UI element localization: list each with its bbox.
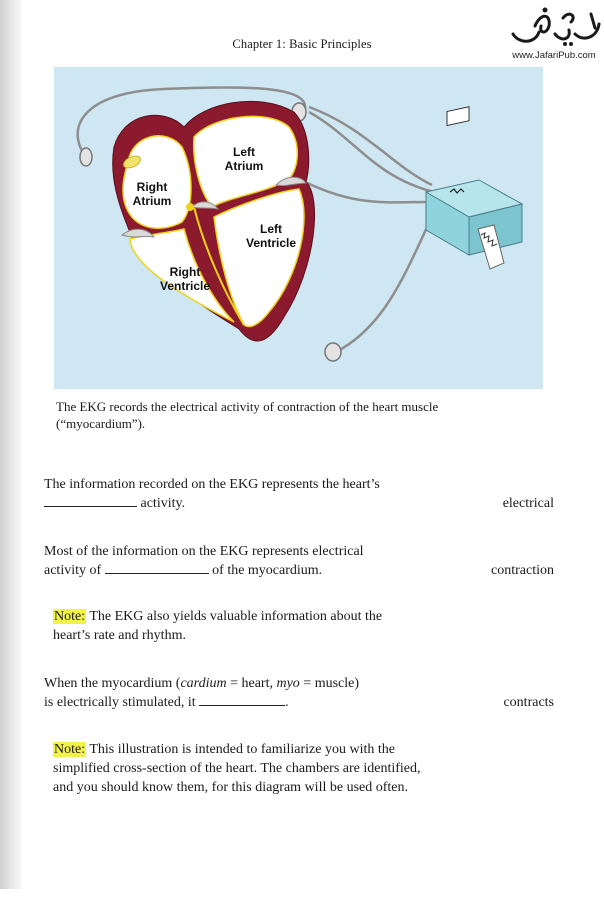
publisher-url: www.JafariPub.com	[512, 50, 596, 61]
frame-2-line1: Most of the information on the EKG repre…	[44, 544, 364, 559]
ekg-machine-icon	[424, 106, 524, 270]
chapter-header: Chapter 1: Basic Principles	[232, 37, 372, 51]
heart-cross-section-diagram	[76, 86, 524, 362]
cable-to-box	[308, 105, 433, 187]
cable-upper	[76, 86, 307, 158]
frame-2-question: Most of the information on the EKG repre…	[44, 542, 464, 580]
note-illustration: Note: This illustration is intended to f…	[53, 740, 493, 797]
page-binding-shadow	[0, 0, 22, 890]
figure-caption: The EKG records the electrical activity …	[56, 399, 439, 431]
answer-blank	[44, 494, 137, 507]
calligraphy-logo-icon	[511, 7, 601, 46]
electrode-bottom-icon	[324, 342, 342, 362]
frame-1-line2: activity.	[44, 494, 464, 513]
answer-blank	[104, 561, 209, 574]
page-bottom-edge	[0, 889, 604, 906]
note-line2: heart’s rate and rhythm.	[53, 628, 186, 643]
cable-left-atrium	[298, 177, 430, 204]
mitral-valve-icon	[274, 176, 308, 187]
note-line1: Note: The EKG also yields valuable infor…	[53, 609, 383, 624]
frame-4-question: When the myocardium (cardium = heart, my…	[44, 674, 464, 712]
cable-right-upper	[308, 110, 435, 194]
av-node-icon	[186, 203, 194, 211]
cable-lower	[335, 211, 436, 354]
note-rate-rhythm: Note: The EKG also yields valuable infor…	[53, 607, 473, 645]
frame-4-line2: is electrically stimulated, it .	[44, 693, 289, 710]
sa-node-icon	[123, 155, 141, 169]
note-line1: Note: This illustration is intended to f…	[53, 742, 395, 757]
publisher-logo: www.JafariPub.com	[505, 4, 603, 64]
aortic-valve-icon	[191, 201, 220, 210]
frame-4-line1: When the myocardium (cardium = heart, my…	[44, 676, 360, 691]
tricuspid-valve-icon	[120, 228, 156, 238]
frame-4-answer: contracts	[503, 695, 554, 710]
frame-1-line1: The information recorded on the EKG repr…	[44, 477, 380, 492]
frame-2-line2: activity of of the myocardium.	[44, 561, 323, 578]
electrode-top-left-icon	[79, 147, 93, 167]
note-line2: simplified cross-section of the heart. T…	[53, 761, 421, 776]
note-label: Note:	[53, 742, 87, 757]
note-line3: and you should know them, for this diagr…	[53, 780, 408, 795]
answer-blank	[199, 693, 286, 706]
note-label: Note:	[53, 609, 87, 624]
frame-1-question: The information recorded on the EKG repr…	[44, 475, 464, 513]
frame-2-answer: contraction	[491, 563, 554, 578]
frame-1-answer: electrical	[502, 496, 554, 511]
